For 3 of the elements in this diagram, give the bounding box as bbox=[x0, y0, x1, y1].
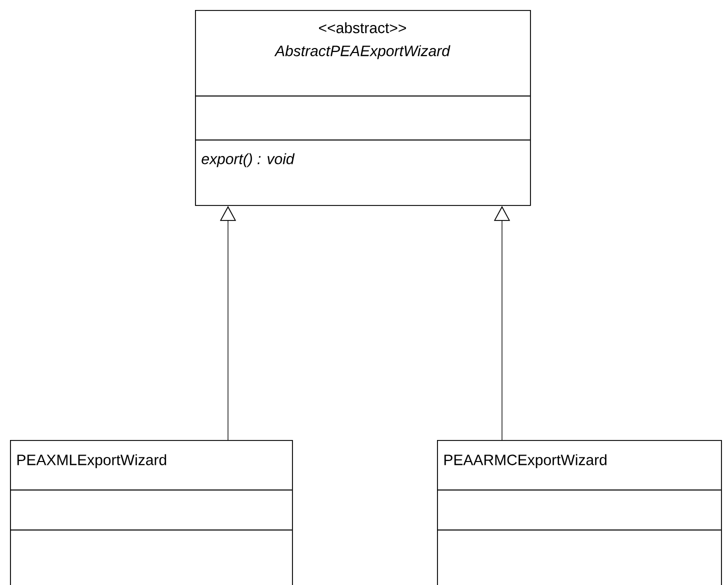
class-box: PEAARMCExportWizard bbox=[436, 440, 722, 585]
class-box: <<abstract>> AbstractPEAExportWizard export() : void bbox=[194, 10, 531, 206]
class-box: PEAXMLExportWizard bbox=[10, 440, 293, 585]
